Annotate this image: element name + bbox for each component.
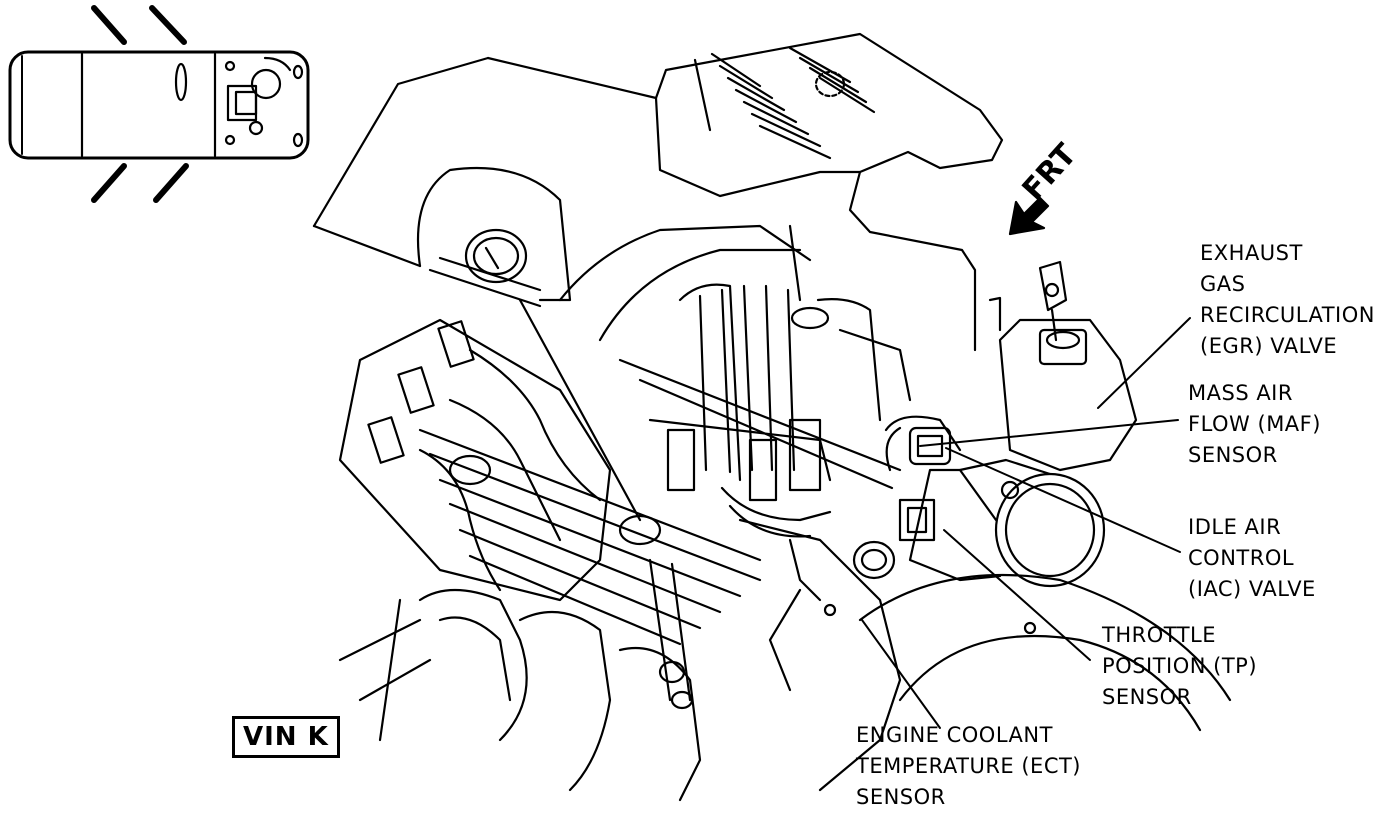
callout-line: IDLE AIR [1188, 515, 1282, 539]
callout-line: TEMPERATURE (ECT) [856, 754, 1082, 778]
callout-line: ENGINE COOLANT [856, 723, 1053, 747]
callout-line: RECIRCULATION [1200, 303, 1375, 327]
front-arrow-icon [1008, 196, 1050, 236]
throttle-body [884, 415, 1106, 588]
callout-line: FLOW (MAF) [1188, 412, 1321, 436]
callout-line: SENSOR [856, 785, 946, 809]
callout-line: (IAC) VALVE [1188, 577, 1316, 601]
callout-egr-valve: EXHAUST GAS RECIRCULATION (EGR) VALVE [1200, 238, 1375, 362]
callout-maf-sensor: MASS AIR FLOW (MAF) SENSOR [1188, 378, 1321, 471]
callout-line: MASS AIR [1188, 381, 1293, 405]
callout-line: SENSOR [1188, 443, 1278, 467]
callout-tp-sensor: THROTTLE POSITION (TP) SENSOR [1102, 620, 1257, 713]
callout-iac-valve: IDLE AIR CONTROL (IAC) VALVE [1188, 512, 1316, 605]
engine-vin-badge: VIN K [232, 716, 340, 758]
callout-line: EXHAUST [1200, 241, 1303, 265]
callout-line: POSITION (TP) [1102, 654, 1258, 678]
callout-line: GAS [1200, 272, 1246, 296]
callout-ect-sensor: ENGINE COOLANT TEMPERATURE (ECT) SENSOR [856, 720, 1081, 813]
intake-manifold [618, 283, 912, 538]
front-orientation: FRT [1012, 137, 1112, 230]
callout-line: THROTTLE [1102, 623, 1216, 647]
callout-leader-lines [861, 317, 1191, 729]
callout-line: CONTROL [1188, 546, 1295, 570]
exhaust-manifold [338, 558, 702, 802]
callout-line: (EGR) VALVE [1200, 334, 1338, 358]
left-cylinder-bank [338, 298, 762, 646]
egr-valve [988, 260, 1138, 472]
callout-line: SENSOR [1102, 685, 1192, 709]
engine-cover [312, 32, 1004, 352]
vehicle-top-view-icon [8, 5, 310, 203]
engine-front-cover [738, 518, 1232, 792]
